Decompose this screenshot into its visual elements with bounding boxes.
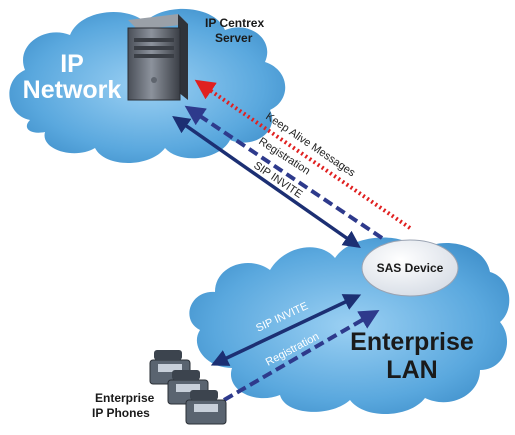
lan-title-line2: LAN [386,356,437,384]
server-icon [127,14,188,101]
ip-phones-icon [149,350,227,425]
sas-device-label: SAS Device [377,261,444,275]
phones-label-line2: IP Phones [92,406,150,420]
sas-device: SAS Device [361,239,459,297]
server-label-line2: Server [215,31,253,45]
enterprise-lan-cloud: Enterprise LAN [189,237,510,415]
sip-invite-upper-arrow [172,115,361,249]
server-label-line1: IP Centrex [205,16,264,30]
ip-network-title-line2: Network [23,76,122,104]
sip-invite-lower-arrow [210,294,362,366]
lan-title-line1: Enterprise [350,328,474,356]
phones-label-line1: Enterprise [95,391,155,405]
ip-network-title-line1: IP [60,50,84,78]
